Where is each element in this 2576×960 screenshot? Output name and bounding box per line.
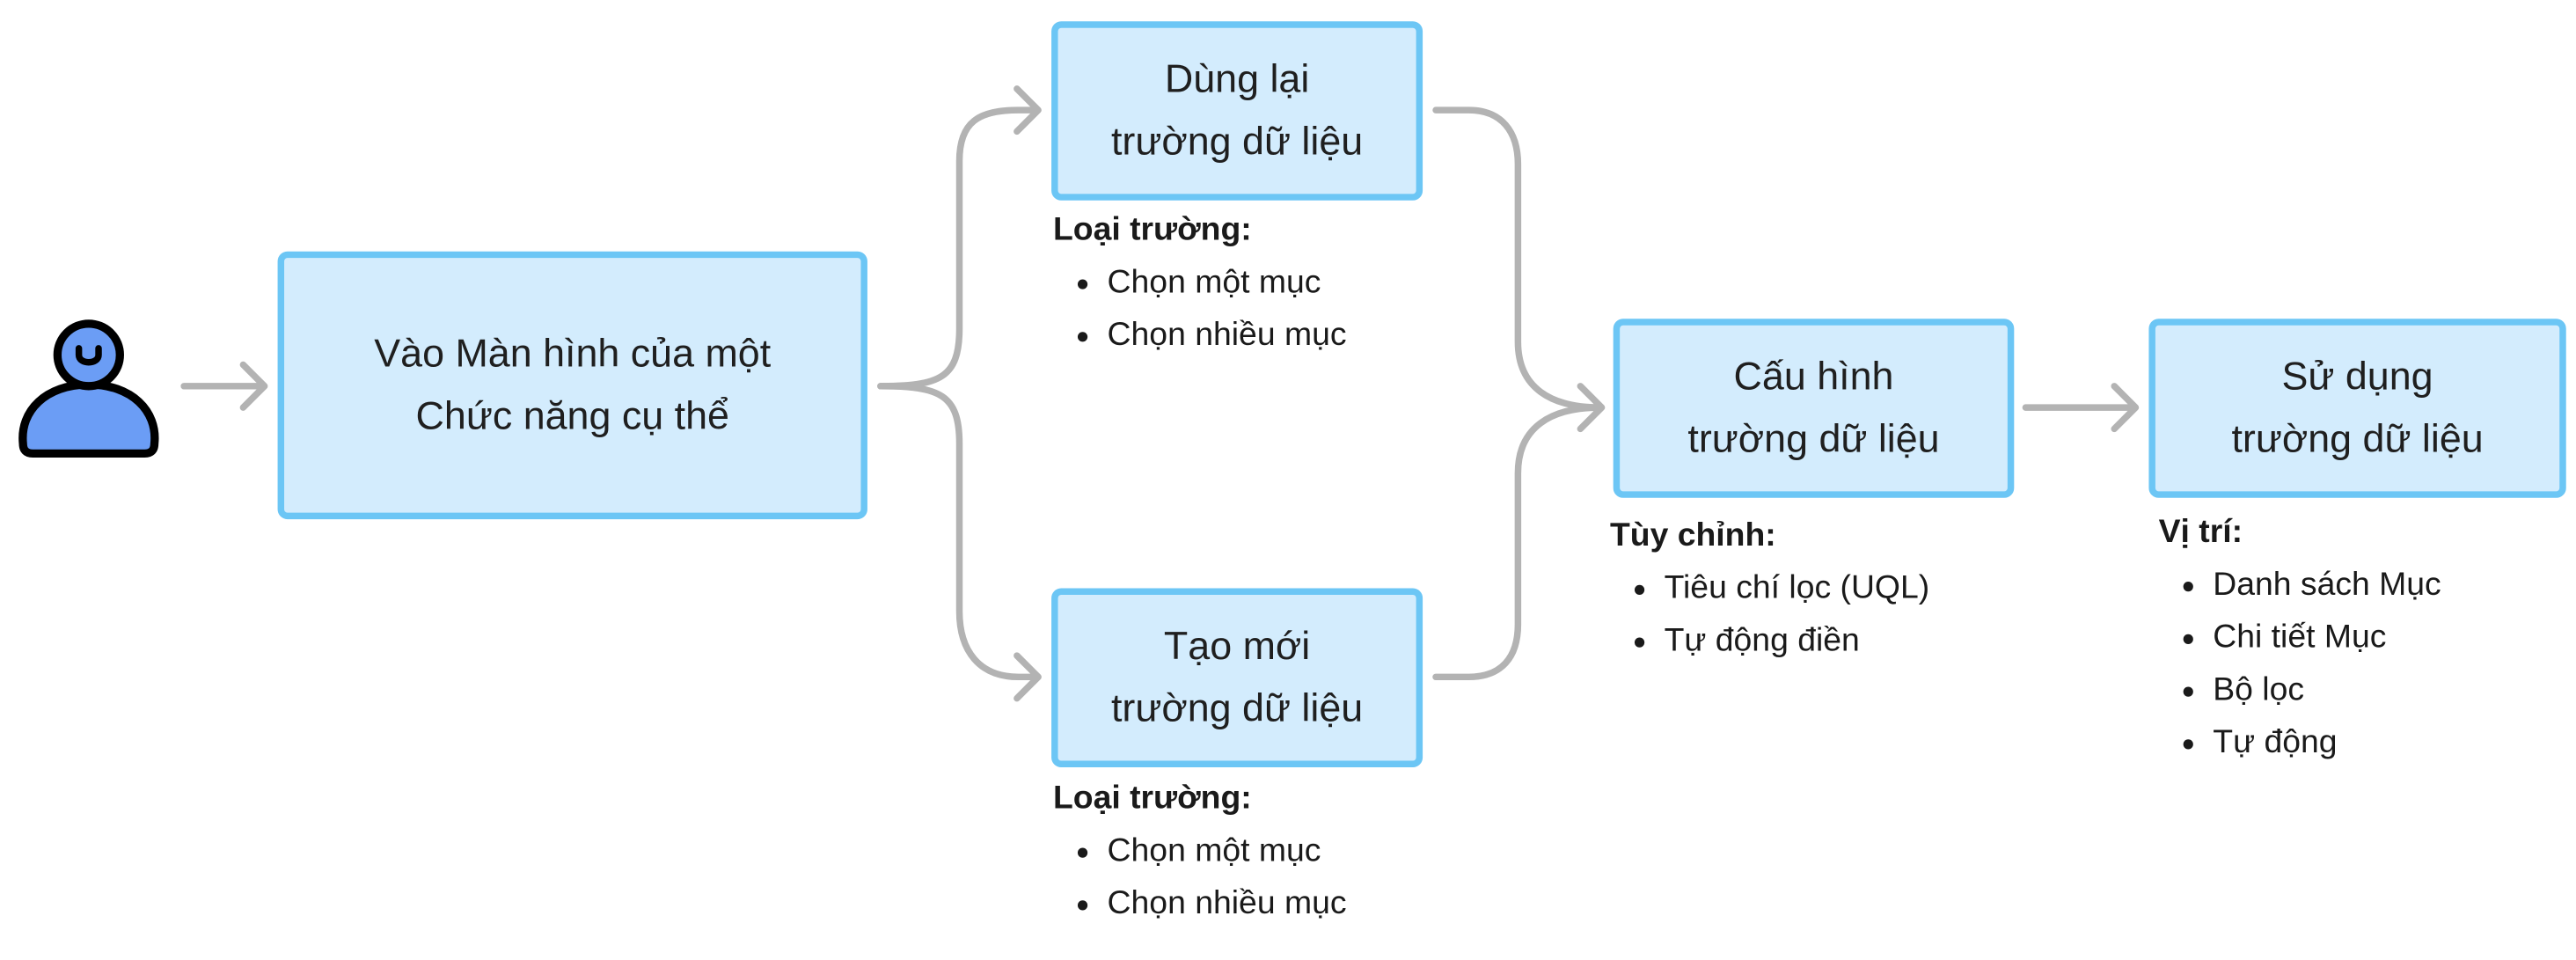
note-use: Vị trí: Danh sách Mục Chi tiết Mục Bộ lọ… [2159, 506, 2441, 769]
note-use-list: Danh sách Mục Chi tiết Mục Bộ lọc Tự độn… [2159, 559, 2441, 769]
node-reuse-field: Dùng lại trường dữ liệu [1051, 21, 1423, 201]
list-item: Tiêu chí lọc (UQL) [1665, 562, 1930, 615]
node-configure-field-label: Cấu hình trường dữ liệu [1687, 354, 1940, 461]
arrow-screen-to-create [877, 383, 1042, 702]
note-configure-title: Tùy chỉnh: [1609, 517, 1776, 554]
arrow-screen-to-reuse [877, 85, 1042, 390]
list-item: Chọn nhiều mục [1108, 877, 1347, 930]
note-create-title: Loại trường: [1052, 780, 1252, 817]
node-use-field-label: Sử dụng trường dữ liệu [2231, 354, 2484, 461]
list-item: Chọn một mục [1108, 824, 1347, 877]
list-item: Chọn một mục [1108, 256, 1347, 309]
node-enter-screen-label: Vào Màn hình của một Chức năng cụ thể [374, 331, 772, 438]
node-create-field: Tạo mới trường dữ liệu [1051, 588, 1423, 768]
list-item: Chọn nhiều mục [1108, 309, 1347, 362]
list-item: Danh sách Mục [2213, 559, 2441, 612]
arrow-configure-to-use [2022, 383, 2140, 433]
note-configure: Tùy chỉnh: Tiêu chí lọc (UQL) Tự động đi… [1610, 509, 1929, 667]
list-item: Tự động [2213, 716, 2441, 769]
node-enter-screen: Vào Màn hình của một Chức năng cụ thể [277, 251, 867, 520]
node-create-field-label: Tạo mới trường dữ liệu [1110, 623, 1364, 731]
note-use-title: Vị trí: [2158, 514, 2243, 551]
note-create-list: Chọn một mục Chọn nhiều mục [1053, 824, 1347, 930]
user-icon [18, 319, 159, 458]
list-item: Tự động điền [1665, 614, 1930, 667]
note-reuse-list: Chọn một mục Chọn nhiều mục [1053, 256, 1347, 362]
note-reuse-title: Loại trường: [1052, 211, 1252, 248]
node-use-field: Sử dụng trường dữ liệu [2148, 319, 2566, 498]
node-reuse-field-label: Dùng lại trường dữ liệu [1110, 56, 1364, 164]
node-configure-field: Cấu hình trường dữ liệu [1613, 319, 2015, 498]
arrow-reuse-to-configure [1432, 106, 1604, 411]
list-item: Bộ lọc [2213, 663, 2441, 716]
arrow-user-to-screen [180, 361, 268, 411]
note-create: Loại trường: Chọn một mục Chọn nhiều mục [1053, 773, 1347, 930]
note-reuse: Loại trường: Chọn một mục Chọn nhiều mục [1053, 204, 1347, 362]
list-item: Chi tiết Mục [2213, 612, 2441, 664]
arrow-create-to-configure [1432, 383, 1606, 681]
note-configure-list: Tiêu chí lọc (UQL) Tự động điền [1610, 562, 1930, 668]
